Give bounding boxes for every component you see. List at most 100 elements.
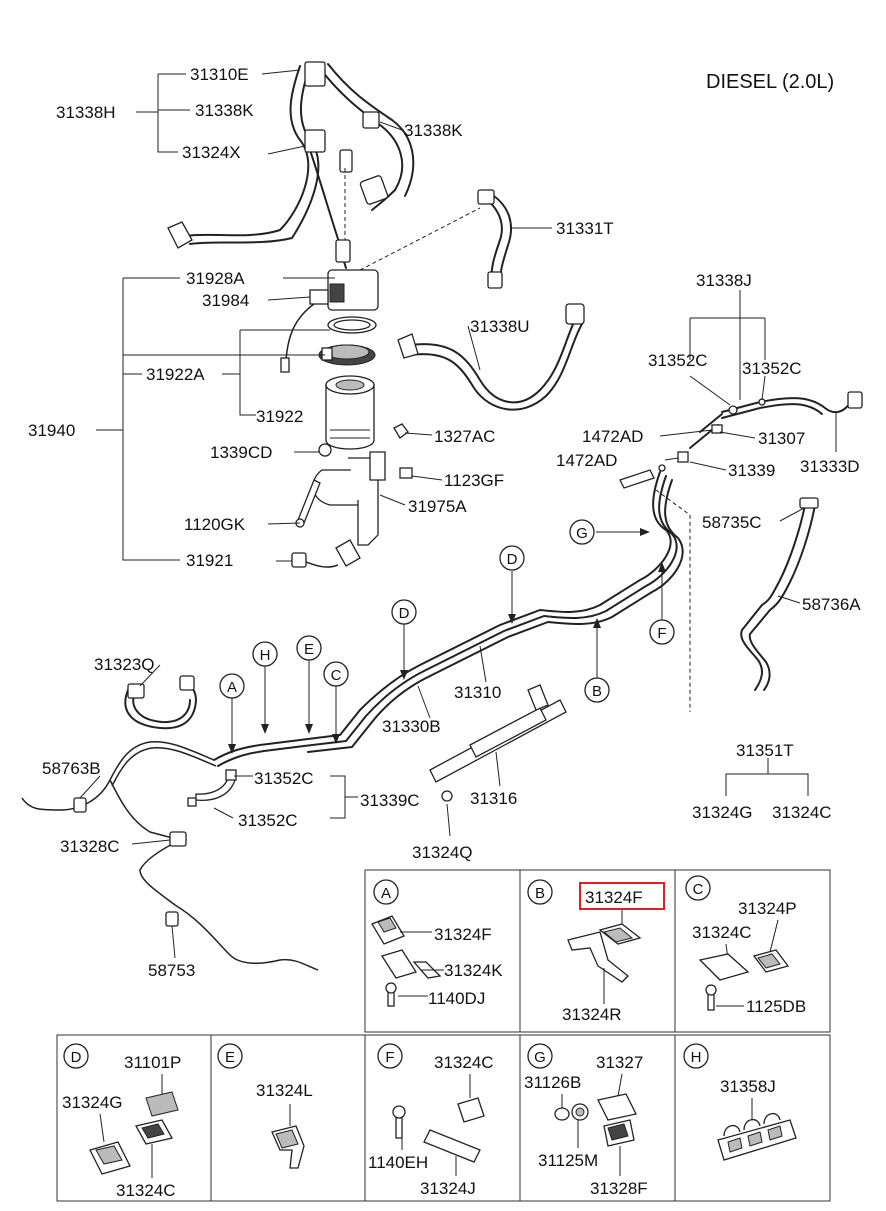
svg-text:A: A	[227, 679, 237, 696]
svg-text:D: D	[399, 605, 410, 622]
label-1472AD-a: 1472AD	[582, 427, 643, 446]
highlight-31324F	[579, 882, 665, 910]
label-58735C: 58735C	[702, 513, 762, 532]
svg-text:G: G	[576, 525, 588, 542]
label-D-31101P: 31101P	[124, 1053, 181, 1072]
label-G-31126B: 31126B	[524, 1073, 581, 1092]
callout-B: B	[584, 677, 610, 703]
label-1120GK: 1120GK	[184, 515, 246, 534]
dashed-link-31331T	[359, 207, 481, 271]
callout-F: F	[649, 619, 675, 645]
part-labels: 31310E 31338H 31338K 31338K 31324X 31331…	[28, 65, 861, 980]
svg-text:A: A	[381, 885, 391, 902]
detail-box-E: E 31324L	[217, 1043, 313, 1169]
label-31352C-a: 31352C	[648, 351, 708, 370]
label-31928A: 31928A	[186, 269, 245, 288]
label-G-31125M: 31125M	[538, 1151, 598, 1170]
label-1123GF: 1123GF	[444, 471, 504, 490]
label-31352C-c: 31352C	[254, 769, 314, 788]
label-31338K-right: 31338K	[404, 121, 463, 140]
detail-box-A: A 31324F 31324K 1140DJ	[371, 879, 503, 1008]
label-31324Q: 31324Q	[412, 843, 473, 862]
label-31324C: 31324C	[772, 803, 832, 822]
label-1339CD: 1339CD	[210, 443, 272, 462]
label-E-31324L: 31324L	[256, 1081, 313, 1100]
label-58753: 58753	[148, 961, 195, 980]
label-1472AD-b: 1472AD	[556, 451, 617, 470]
label-D-31324C: 31324C	[116, 1181, 176, 1200]
label-58763B: 58763B	[42, 759, 101, 778]
svg-text:C: C	[693, 881, 704, 898]
detail-row-bottom-frame	[56, 1034, 831, 1202]
svg-text:F: F	[385, 1049, 394, 1066]
label-31310E: 31310E	[190, 65, 249, 84]
svg-text:F: F	[657, 625, 666, 642]
label-31324G: 31324G	[692, 803, 753, 822]
label-31921: 31921	[186, 551, 233, 570]
detail-box-D: D 31101P 31324G 31324C	[62, 1043, 181, 1200]
svg-text:B: B	[592, 683, 602, 700]
label-F-1140EH: 1140EH	[368, 1153, 428, 1172]
label-31922: 31922	[256, 407, 303, 426]
label-F-31324J: 31324J	[420, 1179, 476, 1198]
label-C-31324P: 31324P	[738, 899, 797, 918]
svg-text:B: B	[535, 885, 545, 902]
callout-markers: A H E C D D B F	[219, 519, 675, 703]
label-D-31324G: 31324G	[62, 1093, 123, 1112]
label-58736A: 58736A	[802, 595, 861, 614]
main-fuel-lines	[213, 464, 684, 767]
svg-text:D: D	[507, 551, 518, 568]
label-B-31324F: 31324F	[585, 888, 643, 907]
label-31307: 31307	[758, 429, 805, 448]
label-31940: 31940	[28, 421, 75, 440]
label-G-31327: 31327	[596, 1053, 643, 1072]
hose-31338U	[397, 303, 585, 411]
leader-lines	[79, 69, 837, 959]
detail-box-G: G 31327 31126B 31125M 31328F	[524, 1043, 648, 1198]
label-31316: 31316	[470, 789, 517, 808]
svg-text:H: H	[260, 647, 271, 664]
left-fuel-lines	[21, 675, 319, 971]
label-31331T: 31331T	[556, 219, 614, 238]
detail-row-top-frame	[364, 869, 831, 1033]
label-B-31324R: 31324R	[562, 1005, 622, 1024]
label-31352C-b: 31352C	[742, 359, 802, 378]
label-31338H: 31338H	[56, 103, 116, 122]
hose-31331T	[477, 189, 513, 289]
label-31323Q: 31323Q	[94, 655, 155, 674]
label-31310: 31310	[454, 683, 501, 702]
label-F-31324C: 31324C	[434, 1053, 494, 1072]
label-H-31358J: 31358J	[720, 1077, 776, 1096]
bracket-31316	[429, 684, 567, 802]
label-C-1125DB: 1125DB	[746, 997, 806, 1016]
svg-text:D: D	[71, 1049, 82, 1066]
callout-H: H	[252, 641, 278, 667]
label-31324X: 31324X	[182, 143, 241, 162]
callout-D-right: D	[499, 545, 525, 571]
label-31328C: 31328C	[60, 837, 120, 856]
label-31984: 31984	[202, 291, 249, 310]
line-58736A	[740, 497, 819, 691]
upper-fuel-hose-assembly	[167, 61, 415, 269]
label-31333D: 31333D	[800, 457, 860, 476]
svg-text:H: H	[691, 1049, 702, 1066]
label-31351T: 31351T	[736, 741, 794, 760]
callout-C: C	[323, 661, 349, 687]
label-31922A: 31922A	[146, 365, 205, 384]
fuel-filter-assembly	[280, 269, 413, 568]
label-G-31328F: 31328F	[590, 1179, 648, 1198]
label-31338K-left: 31338K	[195, 101, 254, 120]
callout-G: G	[569, 519, 595, 545]
label-C-31324C: 31324C	[692, 923, 752, 942]
svg-text:E: E	[225, 1049, 235, 1066]
detail-box-C: C 31324P 31324C 1125DB	[685, 875, 806, 1016]
callout-E: E	[296, 635, 322, 661]
diagram-title: DIESEL (2.0L)	[706, 71, 834, 93]
label-1327AC: 1327AC	[434, 427, 495, 446]
label-31339C: 31339C	[360, 791, 420, 810]
label-31975A: 31975A	[408, 497, 467, 516]
callout-A: A	[219, 673, 245, 699]
svg-text:C: C	[331, 667, 342, 684]
label-31352C-d: 31352C	[238, 811, 298, 830]
